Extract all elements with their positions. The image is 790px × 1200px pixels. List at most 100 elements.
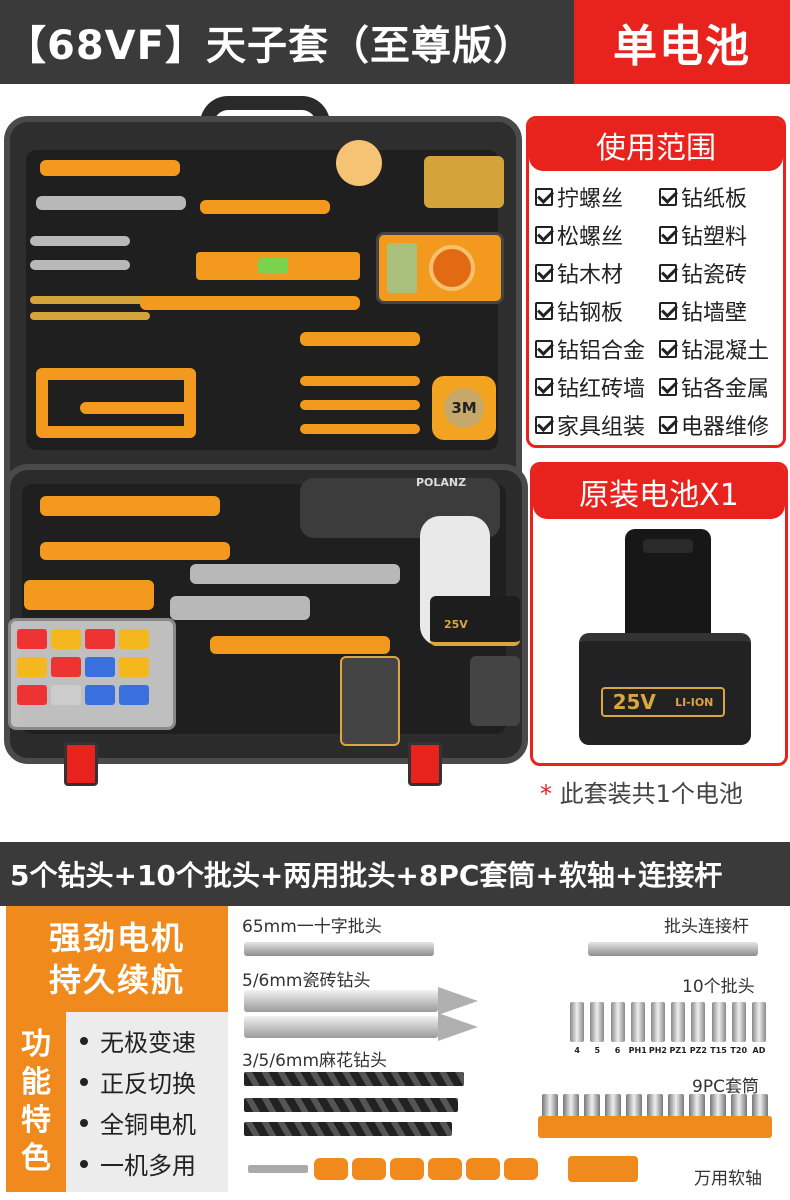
twist-drill-bit xyxy=(244,1072,464,1086)
pipe-wrench xyxy=(36,196,186,210)
bit-cell xyxy=(119,657,149,677)
checkbox-icon xyxy=(535,225,553,244)
usage-item: 钻混凝土 xyxy=(659,331,783,366)
usage-item: 钻木材 xyxy=(535,255,659,290)
bit-cell xyxy=(17,629,47,649)
case-latch-left xyxy=(64,742,98,786)
usage-scope-list: 拧螺丝 钻纸板 松螺丝 钻塑料 钻木材 钻瓷砖 钻钢板 钻墙壁 钻铝合金 钻混凝… xyxy=(529,171,783,442)
usage-item: 钻塑料 xyxy=(659,217,783,252)
toolbox-illustration: 3M POLANZ 25V xyxy=(0,96,530,796)
twist-drill-bit xyxy=(244,1098,458,1112)
accessories-illustration: 65mm一十字批头 5/6mm瓷砖钻头 3/5/6mm麻花钻头 批头连接杆 10… xyxy=(234,906,786,1196)
bit-piece: 5 xyxy=(588,1002,606,1066)
bit-piece: 4 xyxy=(568,1002,586,1066)
battery-voltage: 25V xyxy=(612,690,656,714)
asterisk-icon: * xyxy=(540,780,560,808)
checkbox-icon xyxy=(659,301,677,320)
bit-cell xyxy=(51,657,81,677)
socket xyxy=(668,1094,684,1118)
multimeter xyxy=(376,232,504,304)
flex-shaft-segment xyxy=(390,1158,424,1180)
checkbox-icon xyxy=(659,377,677,396)
charger xyxy=(470,656,520,726)
precision-screwdriver xyxy=(300,376,420,386)
screwdriver xyxy=(140,296,360,310)
bullet-icon xyxy=(80,1077,88,1086)
tile-bits-label: 5/6mm瓷砖钻头 xyxy=(242,971,371,991)
chisel-bit xyxy=(30,236,130,246)
battery-chemistry: LI-ION xyxy=(675,695,714,709)
bit-cell xyxy=(85,657,115,677)
tile-bit-tip xyxy=(438,1013,478,1041)
bullet-icon xyxy=(80,1036,88,1045)
usage-item: 钻铝合金 xyxy=(535,331,659,366)
spirit-level xyxy=(196,252,360,280)
chisel-bit xyxy=(30,260,130,270)
hex-key-set xyxy=(24,580,154,610)
flexible-shaft xyxy=(248,1154,664,1184)
accessories-banner: 5个钻头+10个批头+两用批头+8PC套筒+软轴+连接杆 xyxy=(0,842,790,906)
bit-cell xyxy=(119,629,149,649)
tile-bit-tip xyxy=(438,987,478,1015)
usage-scope-panel: 使用范围 拧螺丝 钻纸板 松螺丝 钻塑料 钻木材 钻瓷砖 钻钢板 钻墙壁 钻铝合… xyxy=(526,116,786,448)
battery-note: * 此套装共1个电池 xyxy=(540,780,743,808)
combination-pliers xyxy=(40,496,220,516)
motor-line-2: 持久续航 xyxy=(48,961,185,999)
hacksaw xyxy=(36,368,196,438)
hex-bar xyxy=(40,542,230,560)
twist-bits-label: 3/5/6mm麻花钻头 xyxy=(242,1051,388,1071)
feature-item: 全铜电机 xyxy=(80,1102,228,1143)
socket xyxy=(605,1094,621,1118)
multimeter-dial xyxy=(429,245,475,291)
checkbox-icon xyxy=(535,339,553,358)
checkbox-icon xyxy=(659,263,677,282)
usage-item: 钻红砖墙 xyxy=(535,369,659,404)
motor-line-1: 强劲电机 xyxy=(48,919,185,957)
checkbox-icon xyxy=(659,187,677,206)
checkbox-icon xyxy=(535,301,553,320)
screwdriver xyxy=(300,332,420,346)
battery-panel: 原装电池X1 25V LI-ION xyxy=(530,462,788,766)
case-latch-right xyxy=(408,742,442,786)
socket xyxy=(584,1094,600,1118)
screwdriver-bits xyxy=(424,156,504,208)
flex-shaft-segment xyxy=(428,1158,462,1180)
drill-brand-label: POLANZ xyxy=(416,476,467,489)
ten-bits-label: 10个批头 xyxy=(682,977,755,997)
tile-bit xyxy=(244,990,438,1012)
battery-pack-top xyxy=(625,529,711,639)
socket xyxy=(710,1094,726,1118)
socket xyxy=(542,1094,558,1118)
drill-battery-voltage: 25V xyxy=(444,618,468,631)
bit-piece: PH1 xyxy=(629,1002,647,1066)
twist-drill-bit xyxy=(30,312,150,320)
socket xyxy=(731,1094,747,1118)
flex-shaft-segment xyxy=(352,1158,386,1180)
cross-bit xyxy=(244,942,434,956)
checkbox-icon xyxy=(535,415,553,434)
usage-item: 钻瓷砖 xyxy=(659,255,783,290)
water-pump-pliers xyxy=(210,636,390,654)
socket xyxy=(752,1094,768,1118)
flex-shaft-segment xyxy=(466,1158,500,1180)
socket-set xyxy=(538,1094,772,1118)
flex-shaft-rod xyxy=(248,1165,308,1173)
twist-drill-bit xyxy=(244,1122,452,1136)
extension-rod xyxy=(588,942,758,956)
flex-shaft-label: 万用软轴 xyxy=(694,1169,762,1189)
precision-screwdriver xyxy=(300,424,420,434)
flex-shaft-grip xyxy=(568,1156,638,1182)
flex-shaft-segment xyxy=(504,1158,538,1180)
socket-rail xyxy=(538,1116,772,1138)
features-label: 功 能 特 色 xyxy=(6,1012,66,1192)
tape-measure-label: 3M xyxy=(444,388,484,428)
battery-title: 原装电池X1 xyxy=(533,465,785,519)
socket xyxy=(563,1094,579,1118)
socket xyxy=(647,1094,663,1118)
bit-cell xyxy=(17,685,47,705)
motor-feature-panel: 强劲电机 持久续航 xyxy=(6,906,228,1012)
usage-item: 家具组装 xyxy=(535,407,659,442)
bit-piece: T20 xyxy=(730,1002,748,1066)
battery-pack-base: 25V LI-ION xyxy=(579,633,751,745)
bit-cell xyxy=(85,685,115,705)
